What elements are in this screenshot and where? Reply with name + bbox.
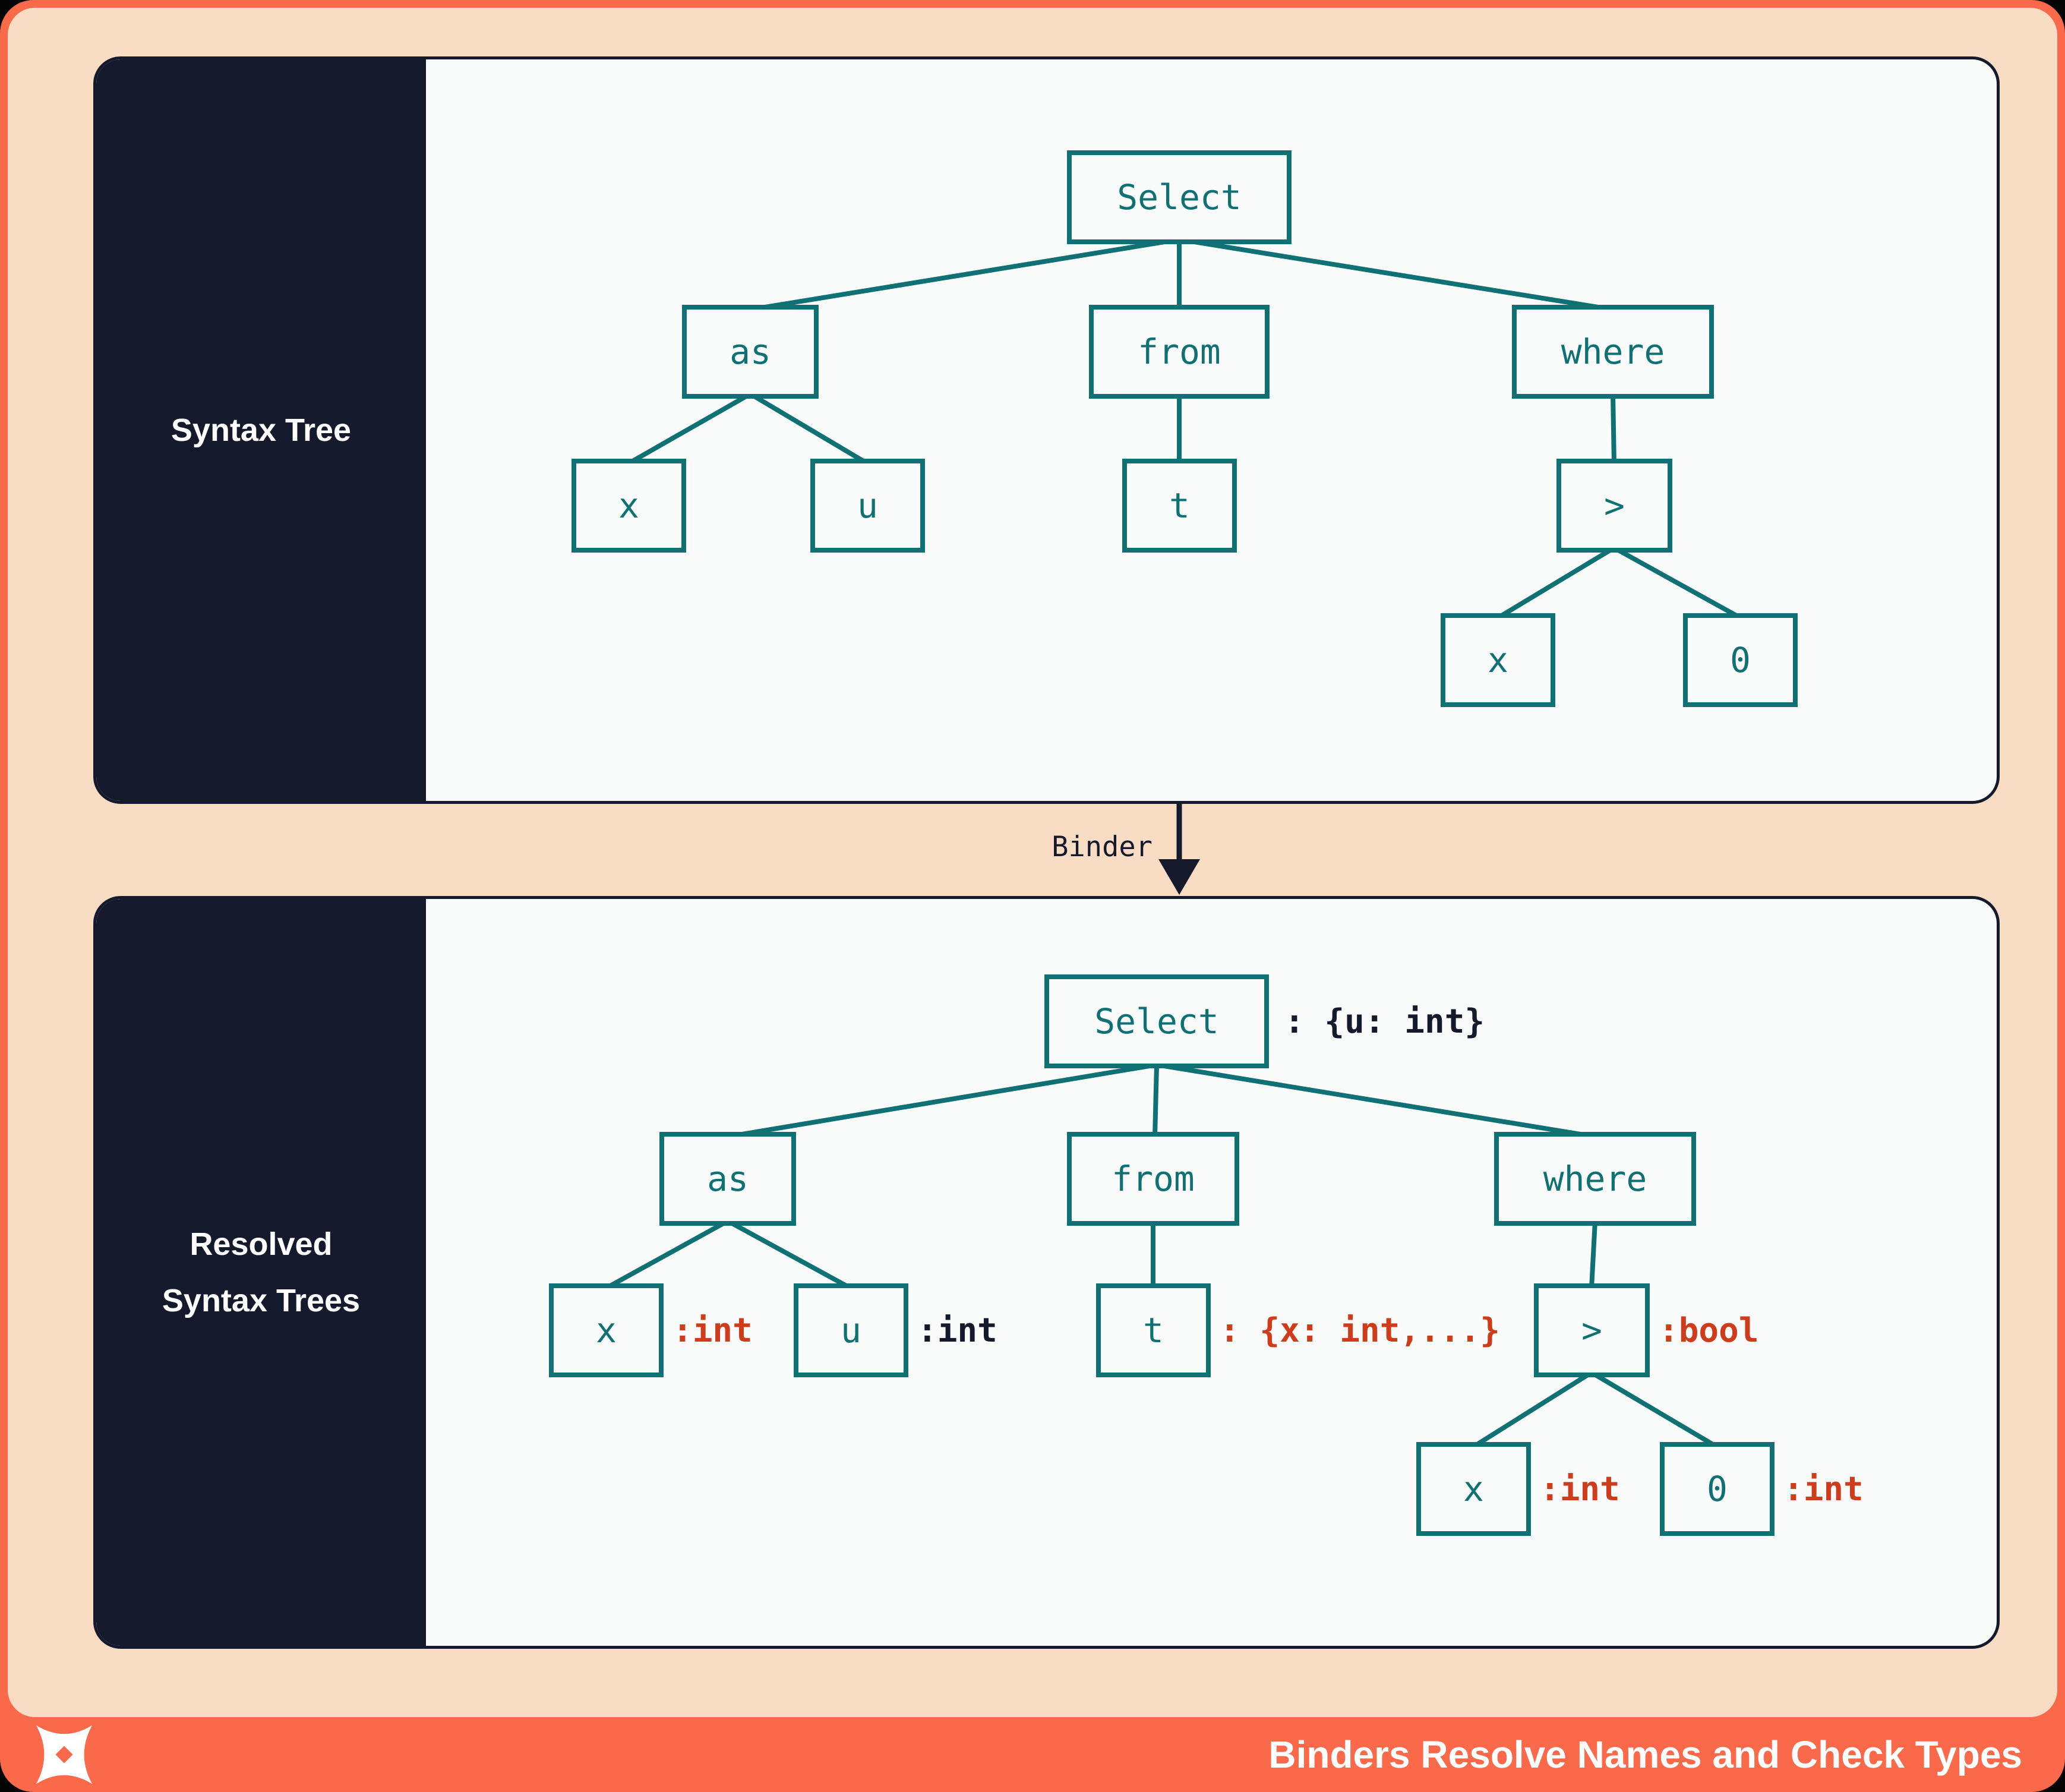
syntax-node-where: where [1512,305,1714,399]
node-label: 0 [1707,1469,1728,1509]
node-label: where [1543,1159,1647,1199]
resolved-node-select: Select [1044,974,1269,1068]
node-label: u [857,485,878,526]
down-arrow-icon [1158,859,1200,895]
node-label: from [1138,332,1221,372]
node-label: x [1463,1469,1484,1509]
node-label: where [1561,332,1665,372]
type-annotation-x-leaf: :int [1540,1469,1620,1509]
type-annotation-t: : {x: int,...} [1220,1311,1501,1350]
syntax-node-x: x [571,459,686,553]
syntax-node-select: Select [1067,150,1292,244]
node-label: as [707,1159,749,1199]
resolved-tree-edges [605,1062,1719,1449]
panel-title-line1: Resolved [190,1226,333,1262]
logo-x-icon [36,1725,93,1784]
node-label: u [841,1310,861,1351]
syntax-node-zero: 0 [1683,613,1798,707]
node-label: x [1488,640,1508,680]
resolved-node-u: u [794,1283,908,1377]
node-label: as [730,332,771,372]
node-label: x [596,1310,617,1351]
node-label: Select [1117,177,1242,217]
syntax-node-u: u [810,459,925,553]
panel-title-line2: Syntax Trees [162,1282,361,1318]
resolved-node-x-leaf: x [1416,1442,1531,1536]
syntax-node-from: from [1089,305,1270,399]
node-label: > [1581,1310,1602,1351]
resolved-node-zero: 0 [1660,1442,1774,1536]
syntax-tree-panel: Syntax Tree [93,56,2000,804]
node-label: x [618,485,639,526]
resolved-node-t: t [1096,1283,1211,1377]
footer-bar: Binders Resolve Names and Check Types [0,1717,2065,1792]
syntax-node-as: as [682,305,819,399]
syntax-node-t: t [1122,459,1237,553]
footer-title: Binders Resolve Names and Check Types [1268,1733,2022,1776]
resolved-node-x: x [549,1283,664,1377]
resolved-syntax-trees-sidebar: Resolved Syntax Trees [96,899,426,1646]
syntax-node-greater-than: > [1556,459,1672,553]
resolved-node-where: where [1494,1132,1696,1226]
binder-arrow [1158,804,1200,895]
type-annotation-u: :int [917,1311,997,1350]
node-label: > [1604,485,1625,526]
resolved-node-greater-than: > [1534,1283,1650,1377]
syntax-node-x-leaf: x [1441,613,1555,707]
type-annotation-zero: :int [1783,1469,1864,1509]
node-label: Select [1094,1001,1219,1042]
binder-label: Binder [1052,831,1153,863]
type-annotation-x: :int [672,1311,753,1350]
panel-title: Syntax Tree [170,412,352,448]
node-label: from [1112,1159,1195,1199]
panel-title: Resolved Syntax Trees [162,1216,360,1329]
syntax-tree-edges [627,237,1742,620]
type-annotation-greater-than: :bool [1659,1311,1759,1350]
resolved-node-from: from [1067,1132,1239,1226]
node-label: t [1169,485,1190,526]
type-annotation-select: : {u: int} [1284,1002,1485,1041]
node-label: 0 [1730,640,1751,680]
syntax-tree-sidebar: Syntax Tree [96,59,426,801]
node-label: t [1143,1310,1164,1351]
resolved-node-as: as [659,1132,796,1226]
